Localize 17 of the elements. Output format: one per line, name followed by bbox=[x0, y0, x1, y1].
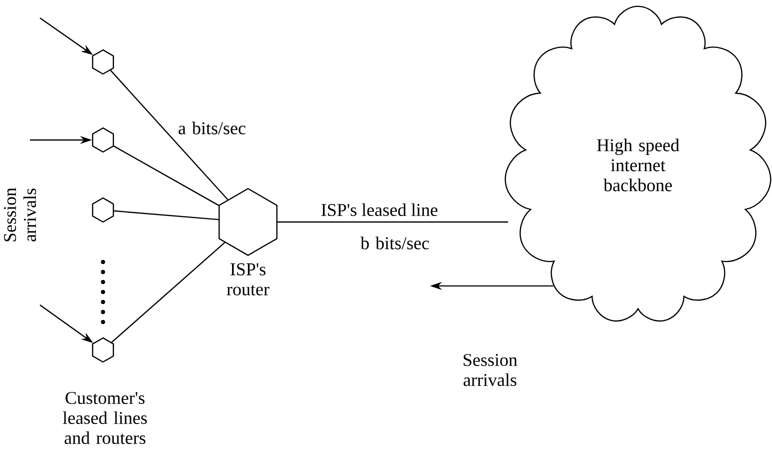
leased-line bbox=[277, 221, 508, 223]
leased-line bbox=[114, 146, 219, 206]
leased-line bbox=[111, 242, 226, 343]
leased-line bbox=[110, 70, 228, 200]
edge-label: ISP's leased line bbox=[321, 203, 438, 216]
text-label: Session arrivals bbox=[464, 354, 518, 386]
router-hexagon bbox=[92, 49, 114, 75]
router-hexagon bbox=[92, 127, 114, 153]
node-caption: ISP's router bbox=[226, 263, 270, 296]
router-hexagon bbox=[92, 337, 114, 363]
cloud: High speed internet backbone bbox=[504, 6, 772, 322]
text-label: b bits/sec bbox=[360, 236, 429, 250]
router-hexagon bbox=[92, 197, 114, 223]
leased-line bbox=[114, 210, 219, 220]
text-label: Customer's leased lines and routers bbox=[62, 392, 147, 444]
text-label: Session arrivals bbox=[4, 188, 36, 242]
text-label: a bits/sec bbox=[178, 122, 246, 134]
